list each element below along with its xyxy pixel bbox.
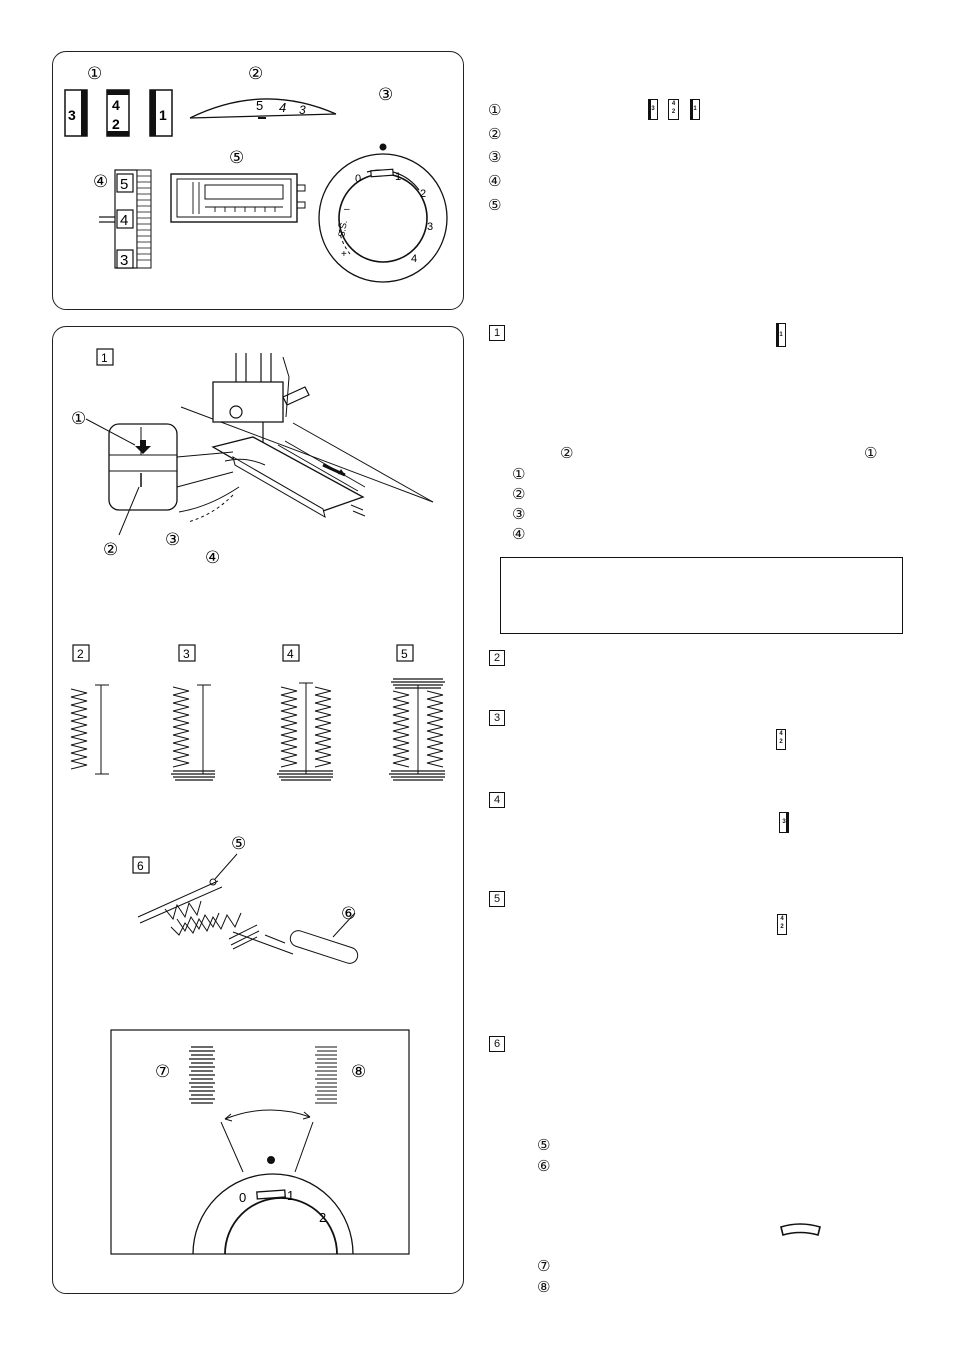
svg-text:4: 4 <box>411 253 417 265</box>
svg-text:1: 1 <box>395 171 401 183</box>
svg-text:+: + <box>341 249 347 260</box>
step-box-1: 1 <box>489 325 505 341</box>
list-marker-2: ② <box>488 125 502 143</box>
sub-marker-8: ⑧ <box>537 1278 551 1296</box>
balance-dial: 0 1 2 3 4 S.S. + – <box>318 143 448 283</box>
step-box-5: 5 <box>489 891 505 907</box>
svg-text:4: 4 <box>279 100 286 115</box>
top-diagram-panel: ① ② ③ ④ ⑤ 3 4 2 1 5 4 3 <box>52 51 464 310</box>
svg-text:2: 2 <box>77 647 84 661</box>
ref-marker-2: ② <box>560 444 574 462</box>
seam-ripper-illustration <box>137 853 359 964</box>
svg-text:–: – <box>344 204 350 215</box>
sub-marker-6: ⑥ <box>537 1157 551 1175</box>
svg-text:①: ① <box>71 409 86 429</box>
svg-text:③: ③ <box>165 530 180 550</box>
svg-text:3: 3 <box>299 103 306 117</box>
sub-marker-2: ② <box>512 485 526 503</box>
stage-icon-4-2: 4 2 <box>106 89 130 137</box>
svg-text:1: 1 <box>101 351 108 365</box>
svg-text:1: 1 <box>159 107 167 123</box>
svg-text:3: 3 <box>120 252 128 269</box>
callout-4: ④ <box>93 172 108 192</box>
presser-foot-illustration <box>178 353 434 523</box>
sub-marker-3: ③ <box>512 505 526 523</box>
svg-text:3: 3 <box>183 647 190 661</box>
svg-text:1: 1 <box>287 1188 294 1203</box>
buttonhole-foot <box>170 173 306 223</box>
bottom-diagram-panel: 1 <box>52 326 464 1294</box>
callout-2: ② <box>248 64 263 84</box>
list-marker-1: ① <box>488 101 502 119</box>
dial-detail-frame <box>110 1029 410 1255</box>
note-box <box>500 557 903 634</box>
svg-text:2: 2 <box>319 1210 326 1225</box>
svg-text:S.S.: S.S. <box>336 220 349 238</box>
step-box-6: 6 <box>489 1036 505 1052</box>
inline-icon-step4: 3 <box>779 812 789 833</box>
svg-text:⑦: ⑦ <box>155 1062 170 1082</box>
step-box-4: 4 <box>489 792 505 808</box>
inline-icon-stage-3: 3 <box>648 99 658 120</box>
svg-text:3: 3 <box>427 221 433 233</box>
step-3-stitch <box>171 684 215 781</box>
inline-icon-stage-1: 1 <box>690 99 700 120</box>
machine-parts-diagram: ① ② ③ ④ ⑤ 3 4 2 1 5 4 3 <box>64 64 448 283</box>
svg-text:4: 4 <box>112 97 120 113</box>
sub-marker-7: ⑦ <box>537 1257 551 1275</box>
svg-text:5: 5 <box>256 98 263 113</box>
svg-text:④: ④ <box>205 548 220 568</box>
svg-text:⑤: ⑤ <box>231 834 246 854</box>
step-2-stitch <box>70 684 109 775</box>
svg-text:5: 5 <box>401 647 408 661</box>
list-marker-5: ⑤ <box>488 196 502 214</box>
sub-marker-1: ① <box>512 465 526 483</box>
callout-1: ① <box>87 64 102 84</box>
stage-icon-1: 1 <box>149 89 173 137</box>
inset-magnifier <box>108 423 234 511</box>
svg-text:4: 4 <box>287 647 294 661</box>
stitch-length-arc: 5 4 3 <box>189 98 337 119</box>
step-box-3: 3 <box>489 710 505 726</box>
callout-3: ③ <box>378 85 393 105</box>
callout-5: ⑤ <box>229 148 244 168</box>
svg-text:3: 3 <box>68 107 76 123</box>
sub-marker-4: ④ <box>512 525 526 543</box>
slide-scale: 5 4 3 <box>99 169 152 269</box>
svg-text:②: ② <box>103 540 118 560</box>
step-box-2: 2 <box>489 650 505 666</box>
svg-text:2: 2 <box>420 188 426 200</box>
svg-text:⑧: ⑧ <box>351 1062 366 1082</box>
sub-marker-5: ⑤ <box>537 1136 551 1154</box>
svg-text:6: 6 <box>137 859 144 873</box>
svg-text:4: 4 <box>120 212 128 229</box>
svg-text:0: 0 <box>355 173 361 185</box>
inline-icon-step1: 1 <box>776 323 786 347</box>
list-marker-3: ③ <box>488 148 502 166</box>
dial-detail <box>189 1046 354 1255</box>
list-marker-4: ④ <box>488 172 502 190</box>
stage-icon-3: 3 <box>64 89 88 137</box>
svg-text:5: 5 <box>120 176 128 193</box>
ref-marker-1: ① <box>864 444 878 462</box>
svg-text:0: 0 <box>239 1190 246 1205</box>
svg-text:⑥: ⑥ <box>341 904 356 924</box>
step-5-stitch <box>389 678 445 781</box>
step-4-stitch <box>277 682 333 781</box>
buttonhole-steps-diagram: 1 <box>70 348 445 1255</box>
svg-text:2: 2 <box>112 116 120 132</box>
